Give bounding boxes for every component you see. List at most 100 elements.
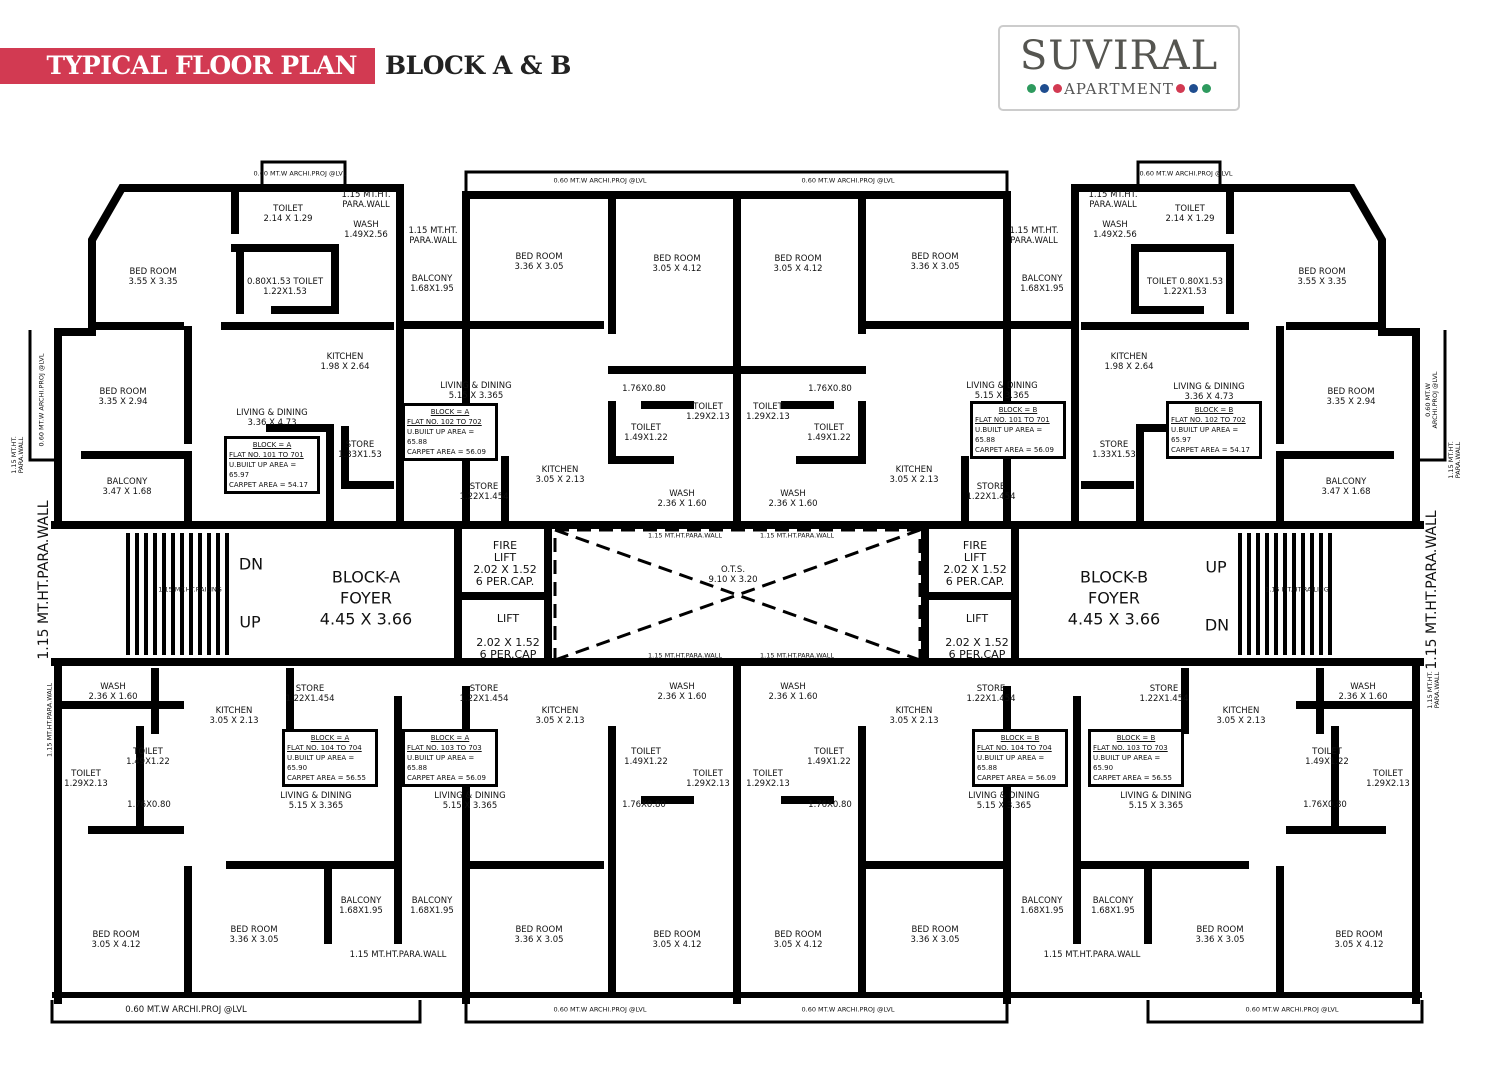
- flat-built-up: U.BUILT UP AREA = 65.97: [1171, 426, 1239, 444]
- room-label-1-15-mt-ht-para-wall: 1.15 MT.HT.PARA.WALL: [760, 651, 834, 660]
- flat-flat-no: FLAT NO. 101 TO 701: [975, 416, 1050, 424]
- room-label-1-15-mt-ht-para-wall: 1.15 MT.HT.PARA.WALL: [1043, 950, 1141, 960]
- room-label-toilet: TOILET 1.49X1.22: [126, 747, 170, 767]
- room-label-0-60-mt-w-archi-proj-lvl: 0.60 MT.W ARCHI.PROJ @LVL: [125, 1005, 247, 1015]
- room-label-1-76x0-80: 1.76X0.80: [808, 800, 852, 810]
- room-label-0-60-mt-w-archi-proj-lvl: 0.60 MT.W ARCHI.PROJ @LVL: [1139, 169, 1233, 178]
- vertical-wall-label: 1.15 MT.HT.PARA.WALL: [1424, 510, 1440, 670]
- ots-shaft: [553, 528, 922, 662]
- room-label-0-60-mt-w-archi-proj-lvl: 0.60 MT.W ARCHI.PROJ @LVL: [1245, 1005, 1339, 1014]
- room-label-kitchen: KITCHEN 3.05 X 2.13: [889, 706, 939, 726]
- vertical-wall-label: 1.15 MT.HT. PARA.WALL: [1447, 441, 1462, 479]
- room-label-o-t-s: O.T.S. 9.10 X 3.20: [708, 565, 758, 585]
- room-label-lift: LIFT 2.02 X 1.52 6 PER.CAP: [476, 612, 540, 661]
- room-label-fire: FIRE LIFT 2.02 X 1.52 6 PER.CAP.: [473, 539, 537, 588]
- room-label-1-76x0-80: 1.76X0.80: [622, 384, 666, 394]
- flat-block: BLOCK = B: [998, 406, 1038, 414]
- room-label-store: STORE 1.22X1.454: [285, 684, 335, 704]
- dot-icon: [1175, 84, 1185, 93]
- flat-carpet: CARPET AREA = 56.55: [287, 774, 366, 782]
- room-label-toilet: TOILET 1.29X2.13: [746, 402, 790, 422]
- flat-block: BLOCK = A: [430, 734, 470, 742]
- room-label-store: STORE 1.22X1.454: [966, 684, 1016, 704]
- logo-main-text: SUVIRAL: [1019, 33, 1219, 79]
- room-label-1-15-mt-ht-railing: 1.15 MT.HT.RAILING: [1265, 585, 1329, 594]
- flat-built-up: U.BUILT UP AREA = 65.88: [977, 754, 1045, 772]
- room-label-bed-room: BED ROOM 3.36 X 3.05: [910, 925, 960, 945]
- room-label-store: STORE 1.22X1.454: [966, 482, 1016, 502]
- room-label-bed-room: BED ROOM 3.05 X 4.12: [773, 254, 823, 274]
- room-label-living-dining: LIVING & DINING 3.36 X 4.73: [1173, 382, 1245, 402]
- room-label-1-15-mt-ht: 1.15 MT.HT. PARA.WALL: [341, 190, 391, 210]
- flat-built-up: U.BUILT UP AREA = 65.88: [407, 428, 475, 446]
- dot-icon: [1053, 84, 1063, 93]
- flat-carpet: CARPET AREA = 56.55: [1093, 774, 1172, 782]
- room-label-wash: WASH 2.36 X 1.60: [768, 682, 818, 702]
- room-label-wash: WASH 1.49X2.56: [1093, 220, 1137, 240]
- flat-flat-no: FLAT NO. 104 TO 704: [977, 744, 1052, 752]
- flat-block: BLOCK = B: [1116, 734, 1156, 742]
- stair-b-up-label: UP: [1205, 557, 1227, 577]
- room-label-wash: WASH 2.36 X 1.60: [88, 682, 138, 702]
- room-label-toilet-0-80x1-53: TOILET 0.80X1.53 1.22X1.53: [1146, 277, 1224, 297]
- vertical-wall-label: 0.60 MT.W ARCHI.PROJ @LVL: [1424, 371, 1439, 429]
- page-subtitle: BLOCK A & B: [385, 51, 571, 80]
- page-title: TYPICAL FLOOR PLAN: [46, 51, 357, 80]
- flat-carpet: CARPET AREA = 56.09: [407, 448, 486, 456]
- flat-flat-no: FLAT NO. 101 TO 701: [229, 451, 304, 459]
- flat-block: BLOCK = B: [1000, 734, 1040, 742]
- room-label-bed-room: BED ROOM 3.36 X 3.05: [514, 925, 564, 945]
- room-label-living-dining: LIVING & DINING 5.15 X 3.365: [968, 791, 1040, 811]
- stair-a-dn-label: DN: [238, 554, 264, 574]
- room-label-1-15-mt-ht-para-wall: 1.15 MT.HT.PARA.WALL: [349, 950, 447, 960]
- room-label-balcony: BALCONY 1.68X1.95: [1091, 896, 1135, 916]
- room-label-kitchen: KITCHEN 1.98 X 2.64: [320, 352, 370, 372]
- room-label-balcony: BALCONY 3.47 X 1.68: [1321, 477, 1371, 497]
- room-label-kitchen: KITCHEN 1.98 X 2.64: [1104, 352, 1154, 372]
- flat-flat-no: FLAT NO. 102 TO 702: [1171, 416, 1246, 424]
- room-label-store: STORE 1.22X1.454: [1139, 684, 1189, 704]
- room-label-0-60-mt-w-archi-proj-lvl: 0.60 MT.W ARCHI.PROJ @LVL: [553, 1005, 647, 1014]
- room-label-store: STORE 1.22X1.454: [459, 482, 509, 502]
- room-label-living-dining: LIVING & DINING 5.15 X 3.365: [280, 791, 352, 811]
- vertical-wall-label: 1.15 MT.HT. PARA.WALL: [1426, 671, 1441, 709]
- room-label-1-15-mt-ht-para-wall: 1.15 MT.HT.PARA.WALL: [648, 531, 722, 540]
- flat-flat-no: FLAT NO. 104 TO 704: [287, 744, 362, 752]
- room-label-1-15-mt-ht: 1.15 MT.HT. PARA.WALL: [408, 226, 458, 246]
- flat-flat-no: FLAT NO. 103 TO 703: [1093, 744, 1168, 752]
- vertical-wall-label: 0.60 MT.W ARCHI.PROJ @LVL: [37, 353, 46, 447]
- room-label-living-dining: LIVING & DINING 5.15 X 3.365: [966, 381, 1038, 401]
- room-label-kitchen: KITCHEN 3.05 X 2.13: [1216, 706, 1266, 726]
- dot-icon: [1188, 84, 1198, 93]
- flat-carpet: CARPET AREA = 56.09: [977, 774, 1056, 782]
- room-label-store: STORE 1.33X1.53: [1092, 440, 1136, 460]
- room-label-bed-room: BED ROOM 3.55 X 3.35: [1297, 267, 1347, 287]
- room-label-toilet: TOILET 1.29X2.13: [686, 769, 730, 789]
- room-label-1-15-mt-ht: 1.15 MT.HT. PARA.WALL: [1088, 190, 1138, 210]
- room-label-toilet: TOILET 1.29X2.13: [64, 769, 108, 789]
- room-label-bed-room: BED ROOM 3.55 X 3.35: [128, 267, 178, 287]
- room-label-1-15-mt-ht-railing: 1.15 MT.HT.RAILING: [158, 585, 222, 594]
- room-label-balcony: BALCONY 1.68X1.95: [1020, 274, 1064, 294]
- dot-icon: [1040, 84, 1050, 93]
- logo-sub-label: APARTMENT: [1064, 80, 1174, 98]
- room-label-toilet: TOILET 1.29X2.13: [1366, 769, 1410, 789]
- room-label-toilet: TOILET 1.29X2.13: [686, 402, 730, 422]
- stair-a-up-label: UP: [239, 612, 261, 632]
- flat-built-up: U.BUILT UP AREA = 65.97: [229, 461, 297, 479]
- flat-flat-no: FLAT NO. 102 TO 702: [407, 418, 482, 426]
- room-label-bed-room: BED ROOM 3.05 X 4.12: [773, 930, 823, 950]
- vertical-wall-label: 1.15 MT.HT.PARA.WALL: [36, 500, 52, 660]
- room-label-0-60-mt-w-archi-proj-lvl: 0.60 MT.W ARCHI.PROJ @LVL: [253, 169, 347, 178]
- room-label-balcony: BALCONY 3.47 X 1.68: [102, 477, 152, 497]
- room-label-1-76x0-80: 1.76X0.80: [127, 800, 171, 810]
- flat-carpet: CARPET AREA = 56.09: [407, 774, 486, 782]
- room-label-balcony: BALCONY 1.68X1.95: [1020, 896, 1064, 916]
- room-label-toilet: TOILET 1.49X1.22: [624, 423, 668, 443]
